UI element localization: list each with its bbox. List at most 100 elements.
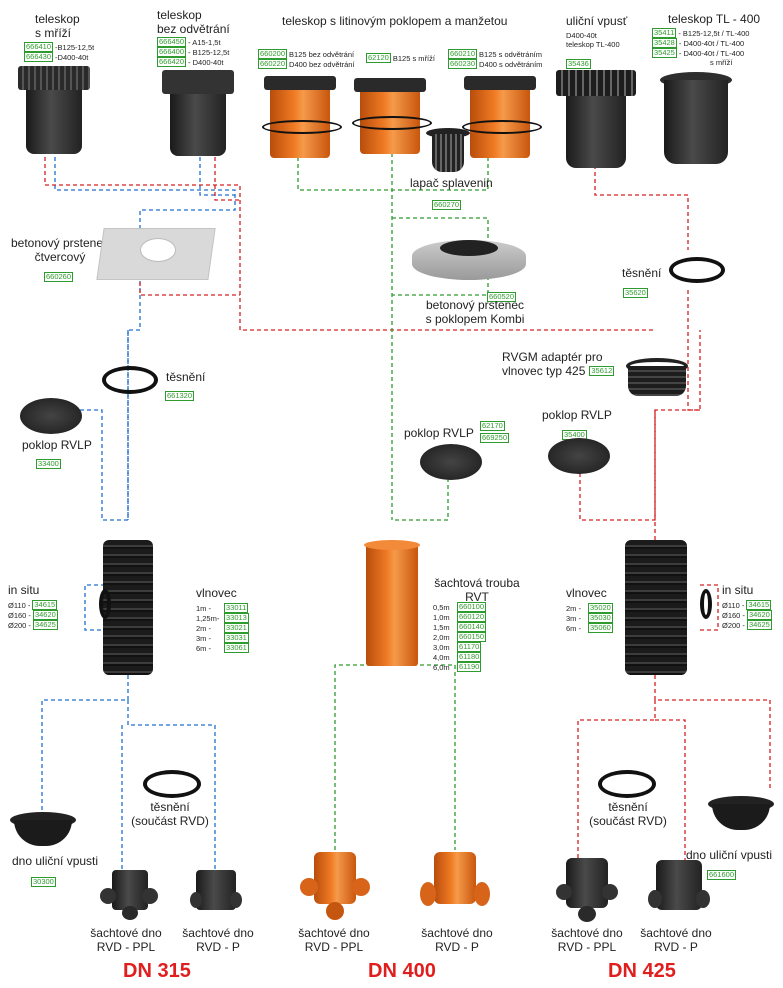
vlnovec-left-list: 1m -33011 1,25m-33013 2m -33021 3m -3303… xyxy=(196,603,249,653)
ulicni-vpust-product xyxy=(556,70,636,168)
dno-left-code: 30300 xyxy=(31,877,56,887)
ulicni-vpust-code: 35436 xyxy=(566,59,591,69)
teleskop-tl-title: teleskop TL - 400 xyxy=(668,12,761,26)
poklop-left-code: 33400 xyxy=(36,459,61,469)
teleskop-bez-codes: 666450- A15-1,5t 666400- B125-12,5t 6664… xyxy=(157,37,230,67)
teleskop-mrizi-codes: 666410-B125-12,5t 666430-D400-40t xyxy=(24,42,95,62)
poklop-left-title: poklop RVLP xyxy=(22,438,92,452)
tesneni-rvd-left-title: těsnění(součást RVD) xyxy=(131,800,209,828)
lapac-code: 660270 xyxy=(432,200,462,210)
dno-right-title: dno uliční vpusti xyxy=(686,848,773,862)
insitu-right-list: Ø110 -34615 Ø160 -34620 Ø200 -34625 xyxy=(722,600,772,630)
vlnovec-right-title: vlnovec xyxy=(566,586,607,600)
green-connector xyxy=(392,478,449,521)
teleskop-litina-product-right xyxy=(462,76,542,158)
red-connector xyxy=(214,150,240,201)
insitu-left-title: in situ xyxy=(8,583,40,597)
poklop-right-product xyxy=(548,438,610,474)
sachtova-trouba-pipe xyxy=(364,540,420,666)
blue-connector xyxy=(80,409,128,521)
dno-left-product xyxy=(10,812,76,846)
insitu-left-ring-icon xyxy=(99,589,111,619)
blue-connector xyxy=(41,675,129,810)
teleskop-litina-title: teleskop s litinovým poklopem a manžetou xyxy=(282,14,508,28)
red-connector xyxy=(655,719,686,860)
teleskop-tl-product xyxy=(660,72,732,164)
blue-connector xyxy=(54,150,236,520)
vlnovec-right-list: 2m -35020 3m -35030 6m -35060 xyxy=(566,603,613,633)
vlnovec-left-pipe xyxy=(103,540,153,675)
sachtove-dno-p-product xyxy=(648,860,710,920)
tesneni-left-title: těsnění xyxy=(166,370,206,384)
teleskop-tl-codes: 35411- B125-12,5t / TL-400 35428- D400-4… xyxy=(652,28,750,67)
tesneni-ring-icon xyxy=(669,257,725,283)
dn425-label: DN 425 xyxy=(608,960,676,982)
vlnovec-left-title: vlnovec xyxy=(196,586,237,600)
prstenec-kombi-product xyxy=(412,230,526,286)
tesneni-rvd-right-title: těsnění(součást RVD) xyxy=(589,800,667,828)
prstenec-ctv-code: 660260 xyxy=(44,272,74,282)
dno-right-product xyxy=(708,796,774,830)
lapac-product xyxy=(426,128,470,174)
tesneni-rvd-ring-icon xyxy=(598,770,656,798)
red-connector xyxy=(654,675,771,790)
poklop-mid-product xyxy=(420,444,482,480)
dn400-label: DN 400 xyxy=(368,960,436,982)
red-connector xyxy=(577,700,656,860)
teleskop-litina-product-left xyxy=(262,76,342,158)
poklop-right-title: poklop RVLP xyxy=(542,408,612,422)
blue-connector xyxy=(127,700,216,870)
red-connector xyxy=(579,409,700,521)
red-connector xyxy=(139,275,240,296)
insitu-right-title: in situ xyxy=(722,583,754,597)
sachtove-dno-ppl-product xyxy=(300,852,370,922)
green-connector xyxy=(392,664,456,850)
teleskop-bez-product xyxy=(162,70,234,156)
red-connector xyxy=(44,150,655,331)
teleskop-mrizi-product xyxy=(18,66,90,154)
poklop-mid-title: poklop RVLP xyxy=(404,426,474,440)
green-connector xyxy=(297,150,489,191)
dn315-label: DN 315 xyxy=(123,960,191,982)
tesneni-right-top-title: těsnění xyxy=(622,266,662,280)
sachtove-dno-ppl-product xyxy=(556,858,618,922)
red-connector xyxy=(594,165,689,250)
rvgm-product xyxy=(626,358,688,398)
insitu-right-ring-icon xyxy=(700,589,712,619)
ulicni-vpust-title: uliční vpusť xyxy=(566,14,628,28)
red-connector xyxy=(700,584,719,631)
dno-left-title: dno uliční vpusti xyxy=(12,854,99,868)
tesneni-rvd-ring-icon xyxy=(143,770,201,798)
sachtove-dno-p-product xyxy=(190,870,242,920)
tesneni-right-top-code: 35620 xyxy=(623,288,648,298)
tesneni-ring-icon xyxy=(102,366,158,394)
ulicni-vpust-sub1: D400-40t xyxy=(566,31,597,40)
teleskop-litina-product-mid xyxy=(352,78,432,154)
vlnovec-right-pipe xyxy=(625,540,687,675)
dno-right-code: 661600 xyxy=(707,870,737,880)
insitu-left-list: Ø110 -34615 Ø160 -34620 Ø200 -34625 xyxy=(8,600,58,630)
green-connector xyxy=(334,664,392,850)
prstenec-kombi-code: 660520 xyxy=(487,292,517,302)
sachtove-dno-p-product xyxy=(420,852,490,922)
poklop-mid-codes: 62170 669250 xyxy=(480,421,510,443)
red-connector xyxy=(687,290,701,411)
ulicni-vpust-sub2: teleskop TL-400 xyxy=(566,40,620,49)
prstenec-ctv-product xyxy=(96,222,216,282)
